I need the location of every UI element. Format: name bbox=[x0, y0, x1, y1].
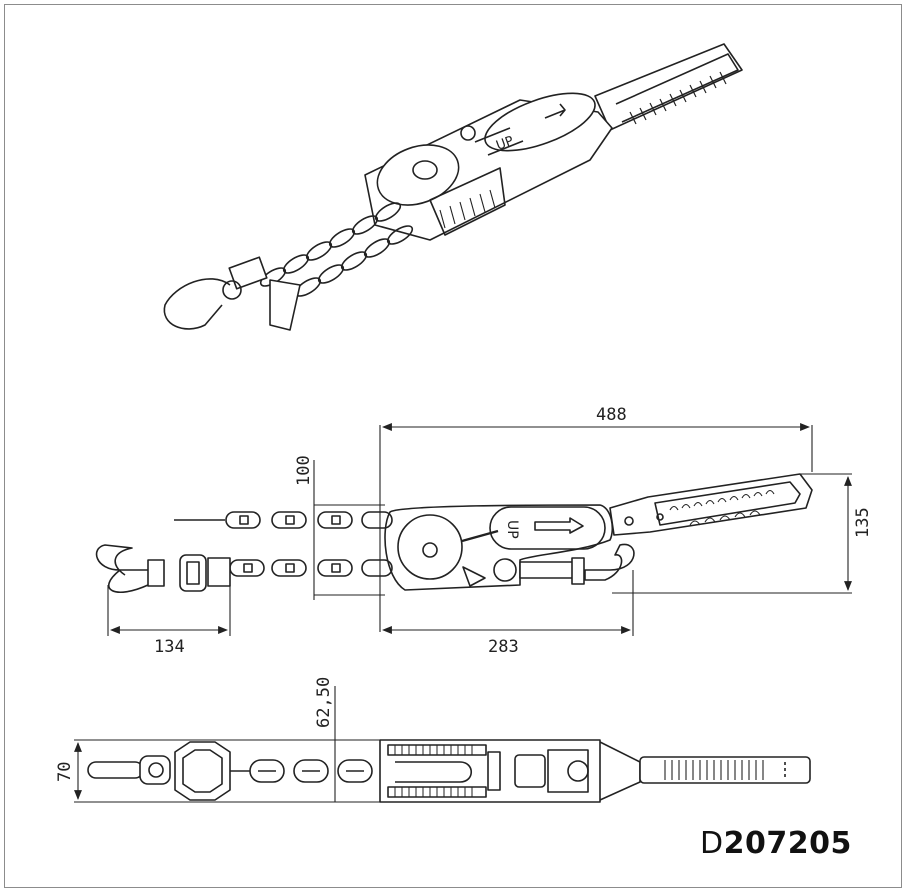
isometric-view: UP bbox=[163, 43, 743, 331]
drawing-code: D207205 bbox=[700, 826, 852, 861]
iso-body bbox=[364, 92, 613, 241]
side-chain-upper bbox=[174, 511, 393, 529]
side-body bbox=[384, 504, 614, 591]
dim-hook-span: 134 bbox=[154, 637, 185, 657]
side-up-label: UP bbox=[504, 520, 520, 539]
top-chain bbox=[218, 759, 373, 783]
drawing-frame bbox=[4, 4, 902, 888]
iso-up-label: UP bbox=[494, 134, 516, 154]
drawing-code-prefix: D bbox=[700, 826, 724, 861]
iso-handle bbox=[594, 43, 743, 131]
dim-overall-length: 488 bbox=[596, 405, 627, 425]
dim-height-100: 100 bbox=[294, 455, 314, 486]
top-view bbox=[87, 739, 811, 803]
side-left-hook bbox=[95, 544, 231, 593]
side-chain-lower bbox=[229, 559, 393, 577]
top-body bbox=[379, 739, 601, 803]
top-end-fitting bbox=[87, 741, 231, 801]
dim-top-width: 70 bbox=[55, 762, 75, 782]
side-view: UP bbox=[95, 473, 813, 593]
iso-hook bbox=[163, 256, 301, 331]
side-right-hook bbox=[519, 543, 635, 585]
dimension-lines bbox=[74, 423, 852, 803]
drawing-code-number: 207205 bbox=[723, 826, 852, 861]
dim-height-135: 135 bbox=[853, 507, 873, 538]
side-handle bbox=[609, 473, 813, 536]
dim-top-offset: 62,50 bbox=[314, 677, 334, 728]
iso-chain-lower bbox=[294, 225, 414, 297]
top-handle bbox=[599, 741, 811, 801]
dim-body-length: 283 bbox=[488, 637, 519, 657]
